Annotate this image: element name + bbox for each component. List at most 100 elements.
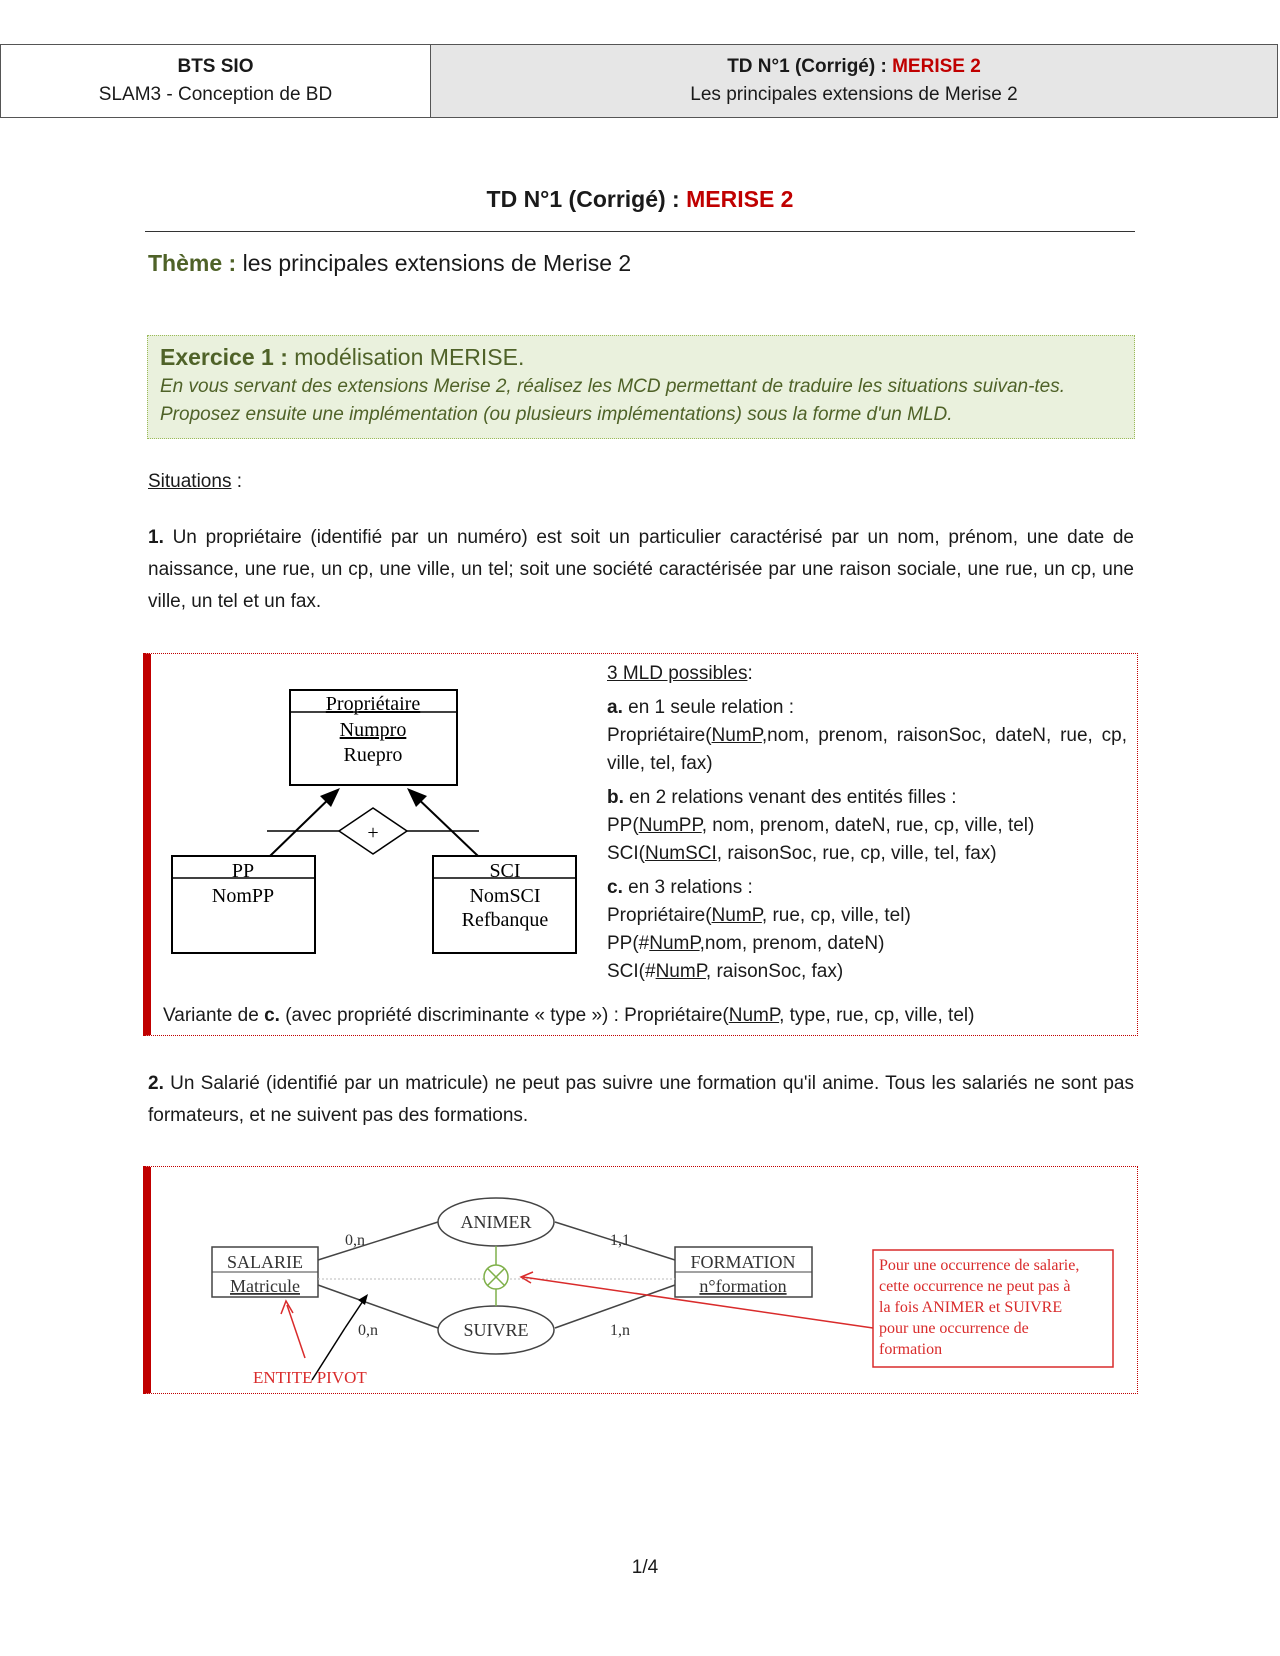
mld-b-rel1-pre: PP( [607,815,639,836]
header-td-title: TD N°1 (Corrigé) : MERISE 2 [431,53,1277,81]
mld-c-rel2-post: ,nom, prenom, dateN) [699,933,885,954]
card-salarie-suivre: 0,n [358,1322,378,1339]
variant-pre: Variante de [163,1005,265,1026]
pivot-arrowhead-red [280,1299,294,1315]
header-td-prefix: TD N°1 (Corrigé) : [727,56,893,77]
page-title: TD N°1 (Corrigé) : MERISE 2 [145,186,1135,213]
exercise-name: modélisation MERISE. [287,344,525,370]
pivot-arrow-red [286,1304,306,1359]
card-salarie-animer: 0,n [345,1232,365,1249]
mld-c-relation-3: SCI(#NumP, raisonSoc, fax) [607,958,1127,986]
mld-b-rel2-post: , raisonSoc, rue, cp, ville, tel, fax) [716,843,997,864]
entity-salarie-id: Matricule [230,1276,300,1296]
exercise-box: Exercice 1 : modélisation MERISE. En vou… [147,335,1135,439]
parent-entity-box [289,689,458,786]
theme-text: les principales extensions de Merise 2 [236,250,632,276]
diagram-inheritance: Propriétaire Numpro Ruepro + PP NomPP SC… [171,689,577,954]
header-left-cell: BTS SIO SLAM3 - Conception de BD [1,45,431,117]
link-salarie-animer [317,1221,439,1261]
note-line-4: pour une occurrence de [879,1320,1029,1337]
note-arrowhead [519,1271,534,1284]
note-box [872,1249,1114,1368]
mld-b-rel2-key: NumSCI [645,843,717,864]
pivot-arrow-shaft [344,1297,366,1329]
situation-2-text: Un Salarié (identifié par un matricule) … [148,1073,1134,1126]
mld-a-text: en 1 seule relation : [622,697,794,718]
diagram-exclusion: SALARIE Matricule FORMATION n°formation … [211,1197,1114,1387]
mld-c-label: c. [607,877,623,898]
mld-a-relation: Propriétaire(NumP,nom, prenom, raisonSoc… [607,722,1127,778]
mld-c-rel3-pre: SCI(# [607,961,656,982]
mld-b-relation-1: PP(NumPP, nom, prenom, dateN, rue, cp, v… [607,812,1127,840]
mld-b-intro: b. en 2 relations venant des entités fil… [607,784,1127,812]
child-entity-pp-box [171,855,316,954]
parent-entity-attr: Ruepro [344,744,403,766]
mld-heading: 3 MLD possibles: [607,660,1127,688]
note-arrow [522,1276,874,1329]
header-right-cell: TD N°1 (Corrigé) : MERISE 2 Les principa… [431,45,1277,117]
variant-mid: (avec propriété discriminante « type ») … [279,1005,729,1026]
note-line-1: Pour une occurrence de salarie, [879,1257,1079,1274]
arrowhead-pp [320,788,340,807]
mld-c-text: en 3 relations : [622,877,753,898]
entity-salarie-name: SALARIE [227,1252,303,1272]
title-divider [145,231,1135,232]
mld-c-rel2-key: NumP [649,933,700,954]
situation-2: 2. Un Salarié (identifié par un matricul… [148,1068,1134,1132]
mld-b-label: b. [607,787,624,808]
child-entity-pp-name: PP [232,860,254,882]
pivot-label: ENTITE PIVOT [253,1368,367,1387]
mld-a-label: a. [607,697,623,718]
link-salarie-suivre [317,1284,439,1329]
exclusion-cross-b [486,1267,506,1287]
mld-c-rel1-post: , rue, cp, ville, tel) [761,905,911,926]
mld-b-text: en 2 relations venant des entités filles… [623,787,957,808]
mld-c-rel1-pre: Propriétaire( [607,905,712,926]
note-line-2: cette occurrence ne peut pas à [879,1278,1070,1295]
link-suivre-formation [554,1284,676,1329]
exercise-instructions: En vous servant des extensions Merise 2,… [160,376,1066,425]
arrow-sci-to-parent [410,791,479,857]
situations-suffix: : [231,471,243,492]
child-entity-sci-attr1: NomSCI [469,885,540,907]
exclusion-diamond [337,807,409,855]
card-formation-suivre: 1,n [610,1322,630,1339]
theme-line: Thème : les principales extensions de Me… [148,250,631,277]
mld-a-rel-post: ,nom, prenom, raisonSoc, dateN, rue, cp,… [607,725,1127,774]
title-highlight: MERISE 2 [686,186,794,212]
mld-variant: Variante de c. (avec propriété discrimin… [163,1002,974,1030]
page-header: BTS SIO SLAM3 - Conception de BD TD N°1 … [0,44,1278,118]
mld-c-rel2-pre: PP(# [607,933,650,954]
mld-list: 3 MLD possibles: a. en 1 seule relation … [607,660,1127,986]
header-course: BTS SIO [177,56,254,77]
mld-a-rel-pre: Propriétaire( [607,725,712,746]
child-entity-sci-attr2: Refbanque [462,909,549,931]
title-prefix: TD N°1 (Corrigé) : [486,186,687,212]
child-entity-pp-attr: NomPP [212,885,274,907]
entity-formation-id: n°formation [699,1276,786,1296]
mld-heading-text: 3 MLD possibles [607,663,748,684]
header-subtitle: Les principales extensions de Merise 2 [690,84,1018,105]
situation-1-text: Un propriétaire (identifié par un numéro… [148,527,1134,612]
link-animer-formation [554,1221,676,1261]
situations-label: Situations [148,471,232,492]
page-number: 1/4 [631,1557,659,1578]
pivot-arrow-diagonal [311,1327,346,1381]
situation-1: 1. Un propriétaire (identifié par un num… [148,522,1134,618]
note-line-5: formation [879,1341,942,1358]
card-formation-animer: 1,1 [610,1232,630,1249]
pivot-arrowhead-black [358,1294,368,1305]
variant-post: , type, rue, cp, ville, tel) [779,1005,975,1026]
mld-heading-suffix: : [747,663,753,684]
mld-c-rel3-key: NumP [655,961,706,982]
mld-c-intro: c. en 3 relations : [607,874,1127,902]
arrowhead-sci [407,788,427,807]
parent-entity-name: Propriétaire [326,693,421,715]
solution-box-2 [143,1166,1138,1394]
assoc-suivre-label: SUIVRE [463,1320,528,1340]
theme-label: Thème : [148,250,237,276]
partition-symbol: + [367,822,378,844]
mld-b-rel2-pre: SCI( [607,843,645,864]
mld-c-relation-1: Propriétaire(NumP, rue, cp, ville, tel) [607,902,1127,930]
mld-c-rel1-key: NumP [711,905,762,926]
